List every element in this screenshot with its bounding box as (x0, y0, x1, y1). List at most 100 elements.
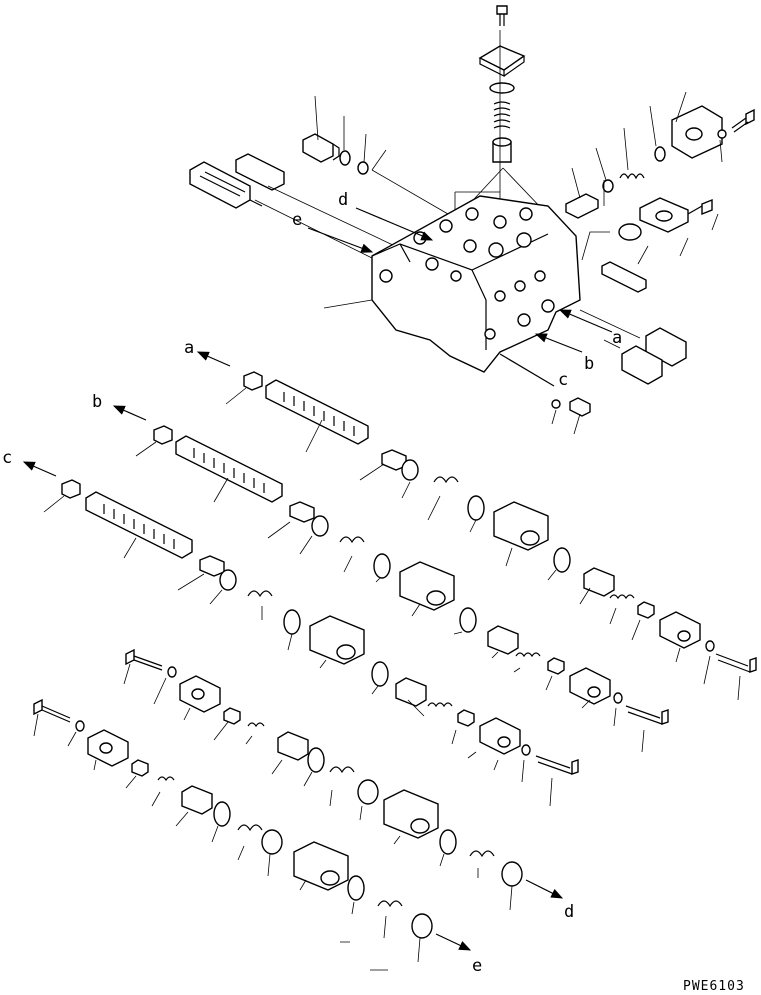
seat-b (311, 515, 329, 537)
bolt-c (535, 755, 579, 775)
spring-right-top (619, 173, 645, 180)
spring-e2 (237, 824, 263, 832)
piston-b (487, 625, 519, 655)
arrow-a-left (196, 351, 231, 367)
case-a (493, 501, 549, 551)
top-plug (492, 137, 512, 163)
stopper-d (223, 707, 241, 725)
bolt-right-top (731, 108, 755, 133)
spring-b2 (515, 652, 541, 658)
piston-c (395, 677, 427, 707)
stopper-b (547, 657, 565, 675)
spring-a (433, 476, 459, 484)
arrow-d-upper (355, 207, 434, 241)
seat-a (401, 459, 419, 481)
seat-d (357, 779, 379, 805)
case-d (383, 789, 439, 839)
top-cover-plate (478, 45, 526, 77)
label-b-right: b (584, 354, 595, 374)
solenoid-valve-1 (189, 161, 263, 209)
o-ring-b2 (459, 607, 477, 633)
stopper-c (457, 709, 475, 727)
label-e-upper: e (292, 210, 303, 230)
arrow-b-upper (534, 333, 583, 353)
case-b (399, 561, 455, 611)
bolt-d (125, 648, 163, 671)
spring-d2 (329, 766, 355, 774)
washer-right-top (717, 129, 727, 139)
end-cap-b (153, 425, 173, 445)
retainer-c (199, 555, 225, 577)
cover-block-right (671, 105, 723, 159)
washer-a (705, 640, 715, 652)
bolt-b (625, 705, 669, 725)
o-ring-a (467, 495, 485, 521)
top-o-ring (489, 82, 515, 94)
bolt-a (715, 653, 757, 673)
o-ring-b (373, 553, 391, 579)
washer-d (167, 666, 177, 678)
figure-code: PWE6103 (683, 979, 745, 994)
seal-right-top (602, 179, 614, 193)
retainer-b (289, 501, 315, 523)
washer-e (75, 720, 85, 732)
cover-d (179, 675, 221, 713)
o-ring-e (213, 801, 231, 827)
arrow-b-left (112, 405, 147, 421)
spring-e3 (377, 900, 403, 908)
seat-e (261, 829, 283, 855)
arrow-a-upper (558, 309, 613, 333)
plug-right-top (565, 193, 599, 219)
bolt-right-middle (687, 198, 713, 216)
arrow-e-lower (435, 933, 472, 951)
bolt-e (33, 698, 71, 723)
washer-upper-left (357, 161, 369, 175)
small-ball (551, 399, 561, 409)
cover-c (479, 717, 521, 755)
flange-plate-right (639, 197, 689, 233)
top-bolt (496, 5, 508, 26)
spool-a (265, 379, 369, 445)
end-cap-a (243, 371, 263, 391)
spring-b (339, 536, 365, 544)
o-ring-upper-left (339, 150, 351, 166)
seat-e2 (411, 913, 433, 939)
spring-c (247, 590, 273, 598)
piston-d (277, 731, 309, 761)
o-ring-right-middle (618, 223, 642, 241)
stopper-a (637, 601, 655, 619)
stopper-e (131, 759, 149, 777)
label-a-left: a (184, 338, 195, 358)
arrow-d-lower (525, 879, 564, 899)
cover-a (659, 611, 701, 649)
spool-c (85, 491, 193, 559)
pilot-connector-right (601, 261, 647, 293)
washer-c (521, 744, 531, 756)
o-ring-right-top (654, 146, 666, 162)
main-valve-body (371, 195, 581, 373)
o-ring-d (307, 747, 325, 773)
solenoid-right-b (621, 345, 663, 385)
o-ring-d2 (439, 829, 457, 855)
o-ring-a2 (553, 547, 571, 573)
washer-b (613, 692, 623, 704)
label-c-right: c (558, 370, 569, 390)
spring-e (157, 776, 175, 782)
o-ring-c (283, 609, 301, 635)
cover-b (569, 667, 611, 705)
plug-upper-left (302, 133, 340, 163)
case-c (309, 615, 365, 665)
leader-c-upper (499, 353, 555, 387)
spool-b (175, 435, 283, 503)
piston-e (181, 785, 213, 815)
spring-c2 (427, 702, 453, 708)
label-d-lower: d (564, 902, 575, 922)
solenoid-valve-2 (235, 153, 285, 191)
spring-d (247, 722, 265, 728)
arrow-c-left (22, 461, 57, 477)
seat-c (219, 569, 237, 591)
spring-d3 (469, 850, 495, 858)
label-c-left: c (2, 448, 13, 468)
